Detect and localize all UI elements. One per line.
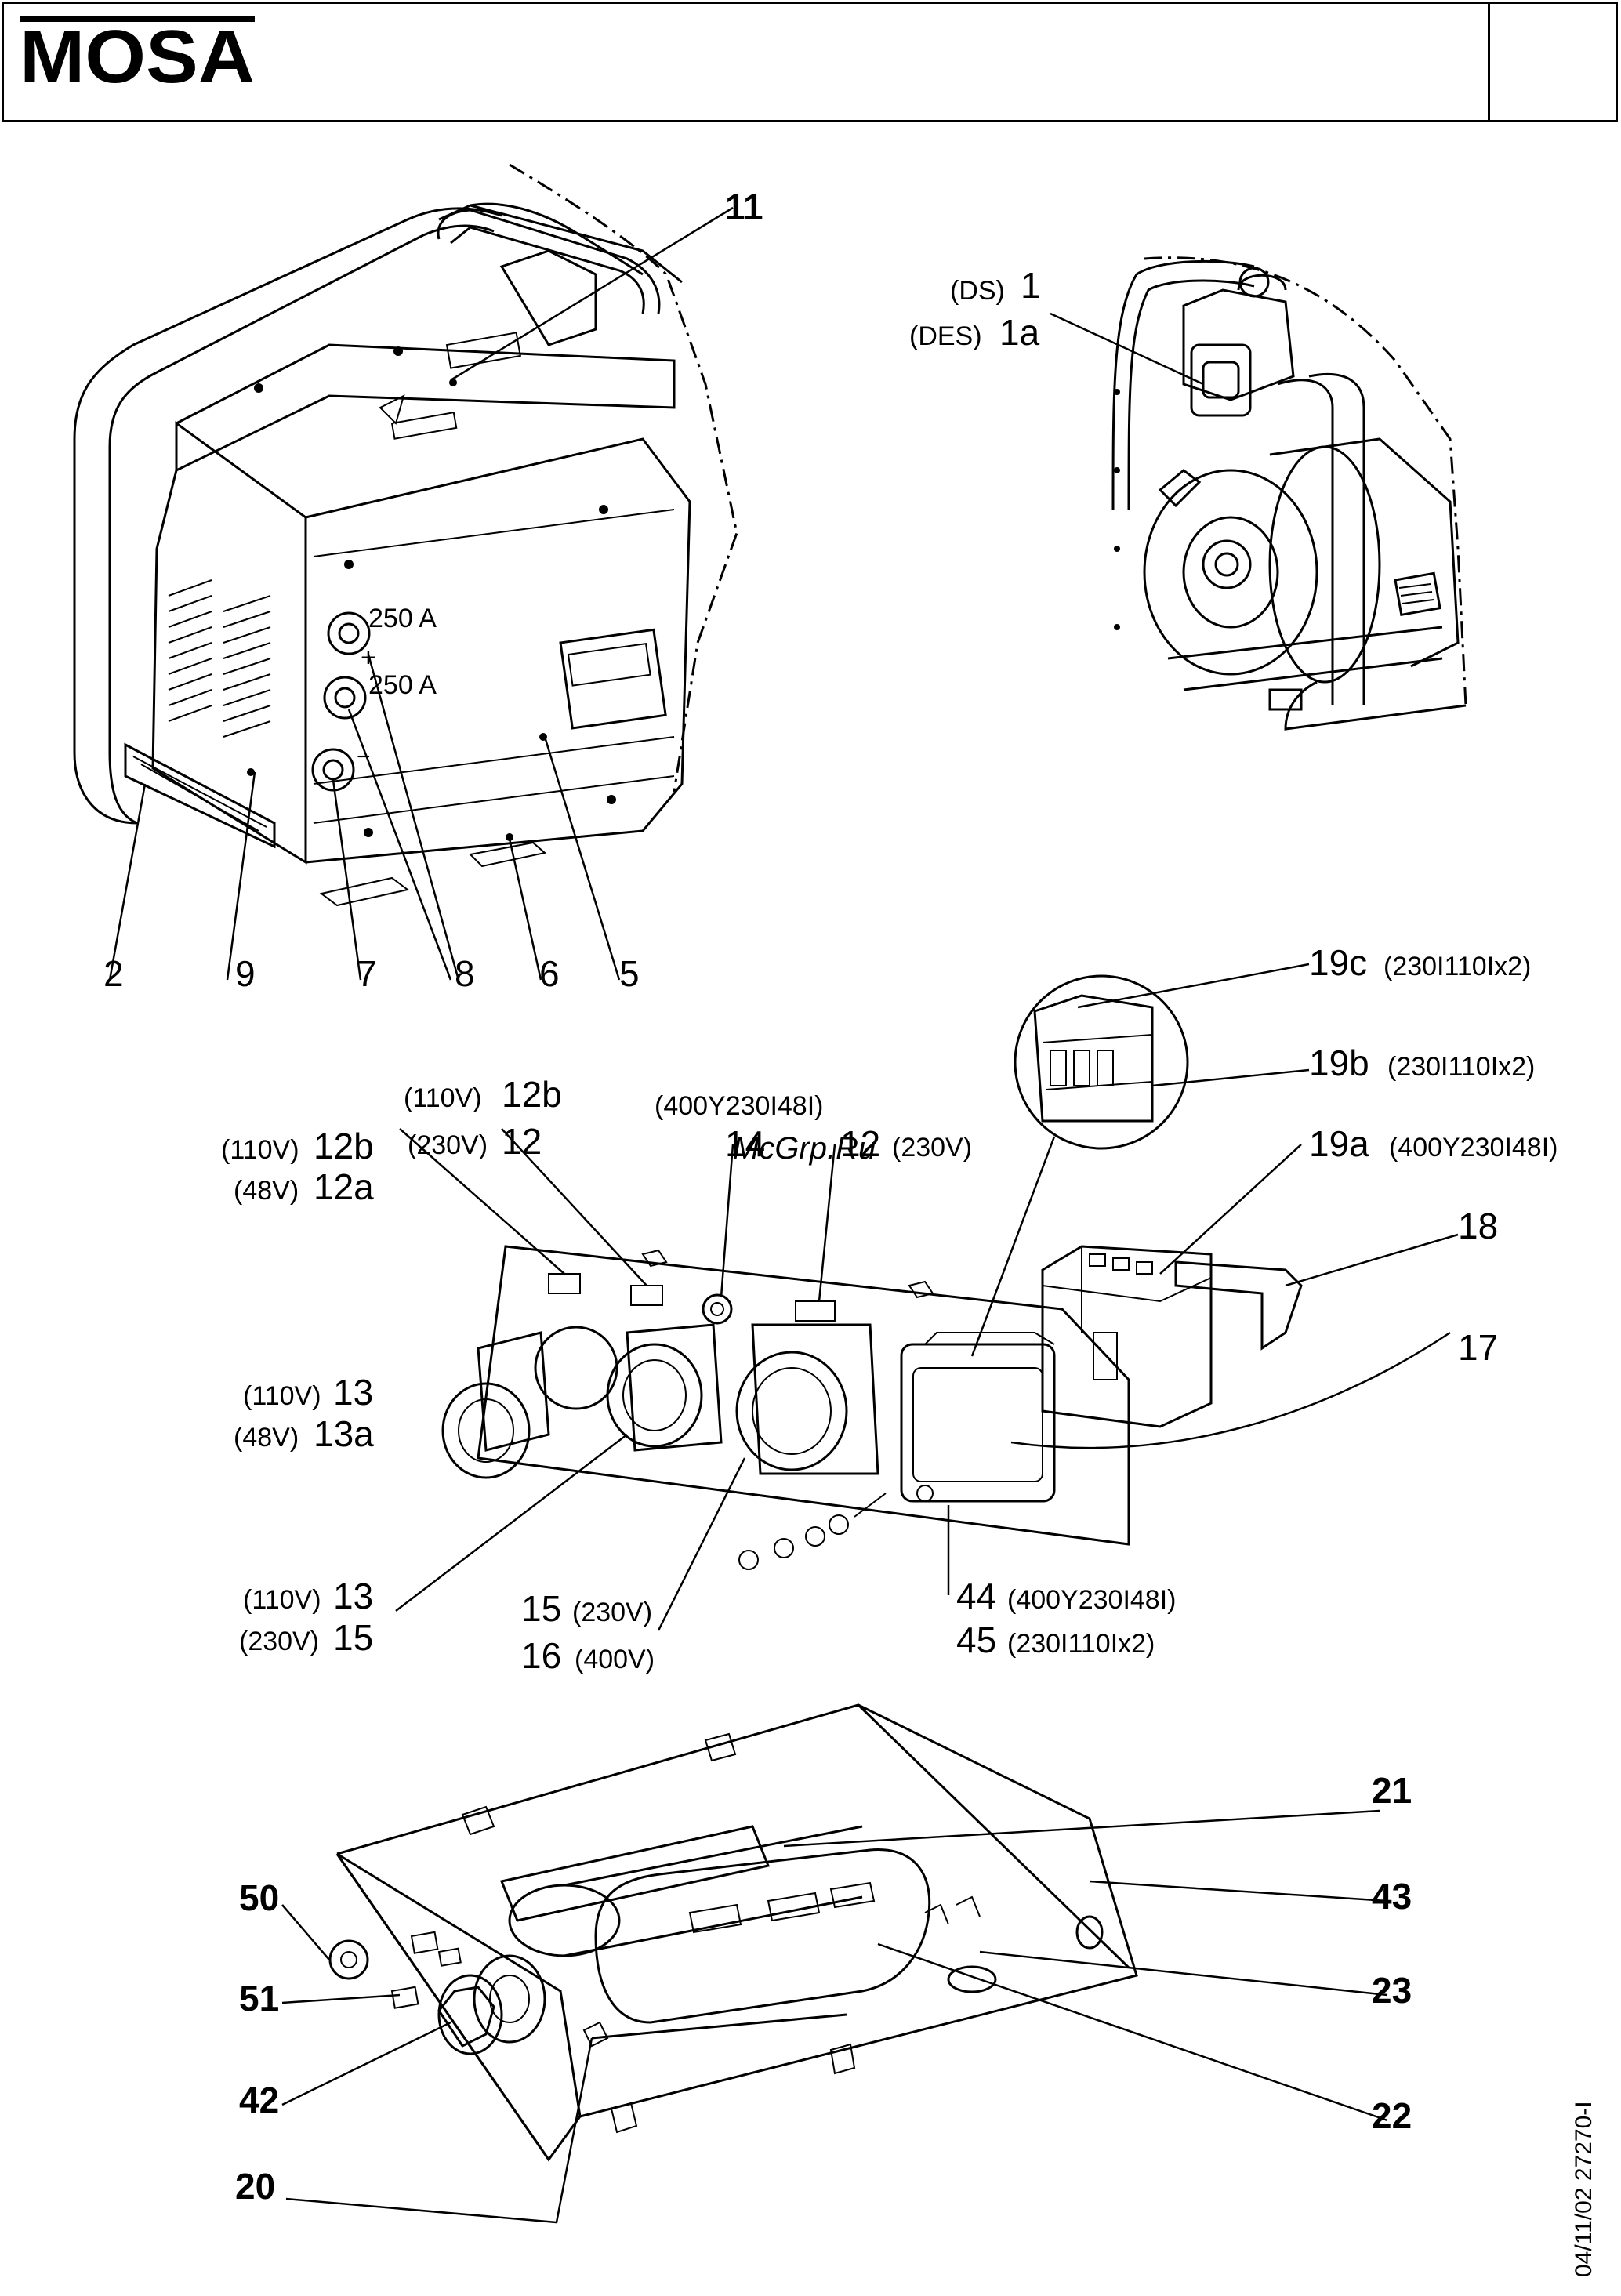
socket-mark-upper: 250 A: [368, 604, 437, 633]
engine-detail-view: [1050, 256, 1467, 731]
label-13b-prefix: (110V): [243, 1585, 321, 1615]
label-51: 51: [239, 1978, 279, 2019]
label-12-top: 12: [502, 1121, 542, 1162]
label-16: 16: [521, 1635, 561, 1676]
mosa-logo: MOSA: [20, 15, 255, 90]
document-code: 04/11/02 27270-I: [1571, 2101, 1597, 2277]
label-1-prefix: (DS): [950, 276, 1005, 306]
label-5: 5: [619, 953, 640, 994]
label-12b-left: 12b: [314, 1126, 374, 1166]
breakers-19a: [1041, 1245, 1213, 1428]
label-15-suffix: (230V): [572, 1598, 652, 1627]
label-14-prefix: (400Y230I48I): [655, 1091, 824, 1121]
capacitor-22: [594, 1848, 931, 2024]
welding-socket-lower: [311, 748, 355, 792]
key-switch-50: [328, 1939, 369, 1980]
label-12a-prefix: (48V): [234, 1176, 299, 1206]
label-13b: 13: [333, 1576, 373, 1616]
label-12-right-suffix: (230V): [892, 1133, 972, 1163]
breaker-module-detail: [1033, 994, 1154, 1123]
label-45: 45: [956, 1620, 996, 1660]
label-15-left: 15: [333, 1617, 373, 1658]
label-45-suffix: (230I110Ix2): [1007, 1629, 1155, 1659]
label-2: 2: [103, 953, 124, 994]
label-44-suffix: (400Y230I48I): [1007, 1585, 1177, 1615]
label-15: 15: [521, 1588, 561, 1629]
welding-socket-middle: [323, 676, 367, 720]
label-12b-left-prefix: (110V): [221, 1135, 299, 1165]
washer-set: [738, 1485, 934, 1570]
socket-mark-minus: −: [357, 744, 371, 770]
label-17: 17: [1458, 1327, 1498, 1368]
label-12-top-prefix: (230V): [408, 1130, 488, 1160]
label-19b-suffix: (230I110Ix2): [1387, 1052, 1535, 1082]
label-12-right: 12: [840, 1123, 880, 1164]
watermark: McGrp.Ru: [733, 1131, 876, 1166]
header-divider: [1488, 4, 1490, 120]
label-12b-top-prefix: (110V): [404, 1083, 482, 1113]
label-18: 18: [1458, 1206, 1498, 1246]
label-23: 23: [1372, 1970, 1412, 2011]
label-13: 13: [333, 1372, 373, 1413]
socket-mark-middle: 250 A: [368, 670, 437, 700]
label-1a: 1a: [999, 312, 1040, 353]
label-14: 14: [725, 1123, 765, 1164]
label-20: 20: [235, 2166, 275, 2207]
din-rail-18: [1174, 1260, 1303, 1351]
label-19c-suffix: (230I110Ix2): [1383, 952, 1531, 981]
label-15-left-prefix: (230V): [239, 1627, 319, 1656]
label-12b-top: 12b: [502, 1074, 562, 1115]
label-8: 8: [455, 953, 475, 994]
label-42: 42: [239, 2080, 279, 2120]
label-13-prefix: (110V): [243, 1381, 321, 1411]
label-22: 22: [1372, 2095, 1412, 2136]
control-box-view: [281, 1703, 1388, 2224]
label-19b: 19b: [1309, 1043, 1369, 1083]
brand-text: MOSA: [20, 15, 255, 90]
socket-15: [606, 1323, 723, 1452]
label-19a: 19a: [1309, 1123, 1369, 1164]
label-19c: 19c: [1309, 942, 1367, 983]
label-21: 21: [1372, 1770, 1412, 1811]
label-7: 7: [357, 953, 377, 994]
label-6: 6: [539, 953, 560, 994]
label-13a: 13a: [314, 1413, 374, 1454]
label-1: 1: [1021, 265, 1041, 306]
label-16-suffix: (400V): [575, 1645, 655, 1674]
socket-16: [735, 1323, 879, 1475]
label-1a-prefix: (DES): [909, 321, 982, 351]
label-50: 50: [239, 1877, 279, 1918]
air-louvres: [168, 579, 271, 738]
indicator-51: [390, 1931, 462, 2009]
label-12a: 12a: [314, 1166, 374, 1207]
label-9: 9: [235, 953, 256, 994]
enclosure-17: [900, 1332, 1056, 1503]
socket-13: [441, 1331, 550, 1479]
knob-42: [437, 1954, 546, 2055]
label-43: 43: [1372, 1876, 1412, 1917]
welding-socket-upper: [327, 611, 371, 655]
generator-front-view: 250 A 250 A + −: [73, 163, 738, 981]
terminal-block-23: [924, 1895, 997, 1993]
socket-panel-view: [395, 963, 1459, 1631]
header-box: MOSA: [2, 2, 1618, 122]
label-11: 11: [725, 187, 763, 227]
label-13a-prefix: (48V): [234, 1423, 299, 1453]
label-19a-suffix: (400Y230I48I): [1389, 1133, 1558, 1163]
transformer-21: [499, 1825, 863, 1957]
label-44: 44: [956, 1576, 996, 1616]
